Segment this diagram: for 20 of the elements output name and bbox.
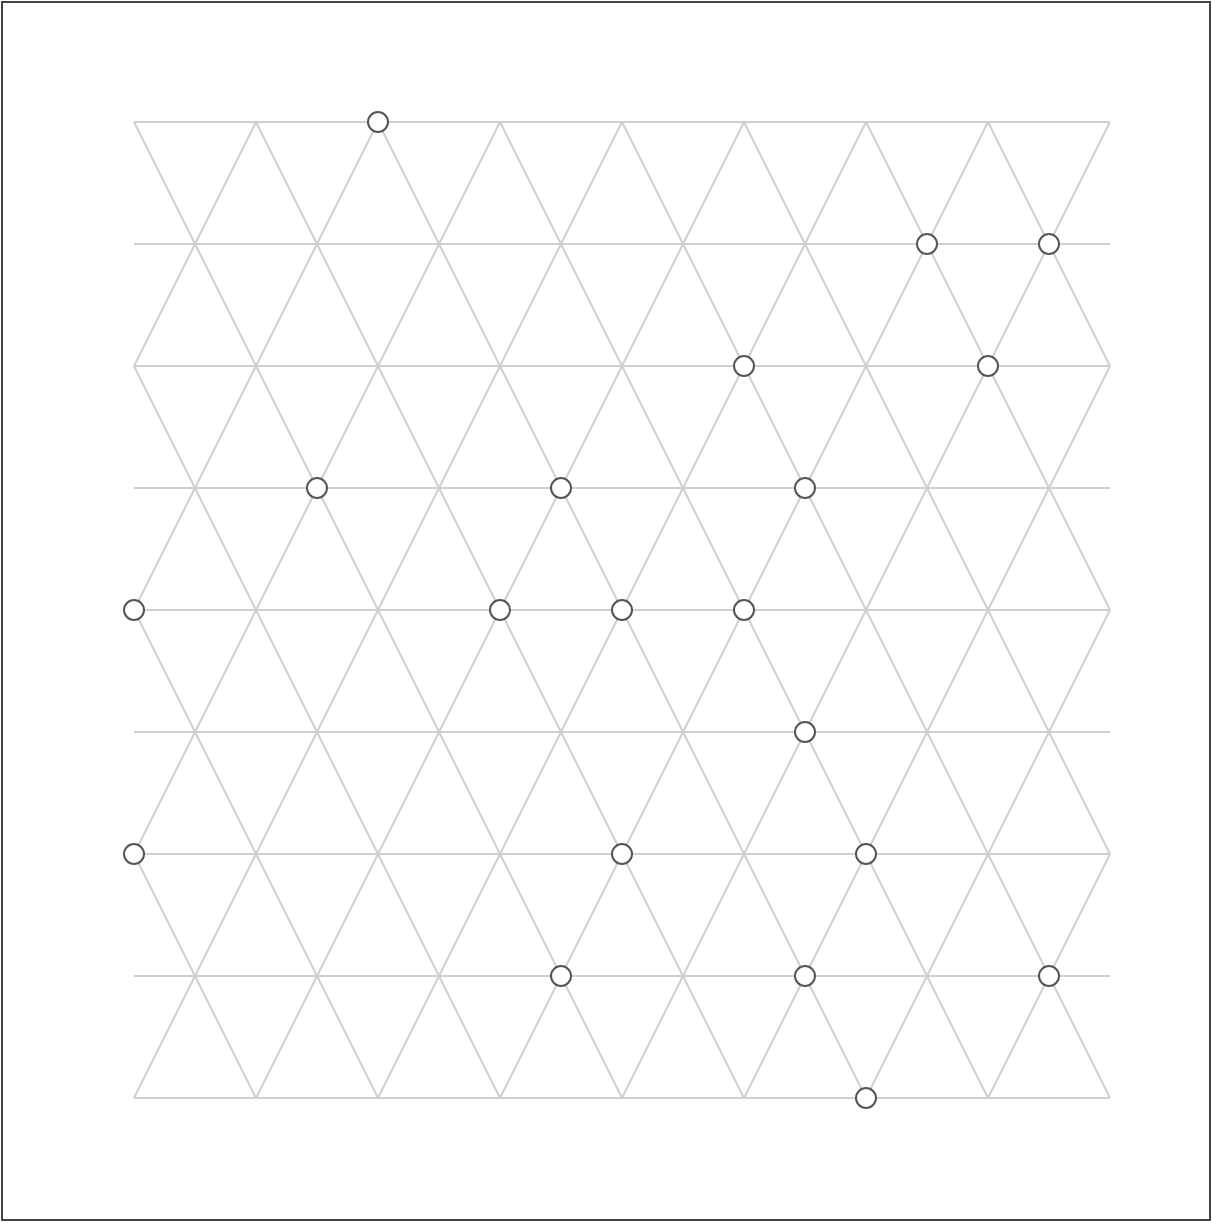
vertex-marker — [367, 111, 389, 133]
vertex-marker — [794, 477, 816, 499]
vertex-marker — [794, 721, 816, 743]
vertex-marker — [855, 843, 877, 865]
vertex-marker — [1038, 965, 1060, 987]
vertex-marker — [550, 477, 572, 499]
vertex-marker — [123, 599, 145, 621]
vertex-marker — [611, 599, 633, 621]
vertex-marker — [855, 1087, 877, 1109]
vertex-marker — [733, 599, 755, 621]
vertex-marker — [123, 843, 145, 865]
vertex-marker — [1038, 233, 1060, 255]
vertex-marker — [550, 965, 572, 987]
vertex-marker — [489, 599, 511, 621]
vertex-marker — [306, 477, 328, 499]
vertex-marker — [611, 843, 633, 865]
vertex-marker — [794, 965, 816, 987]
vertex-marker — [733, 355, 755, 377]
vertex-marker — [916, 233, 938, 255]
vertex-marker — [977, 355, 999, 377]
